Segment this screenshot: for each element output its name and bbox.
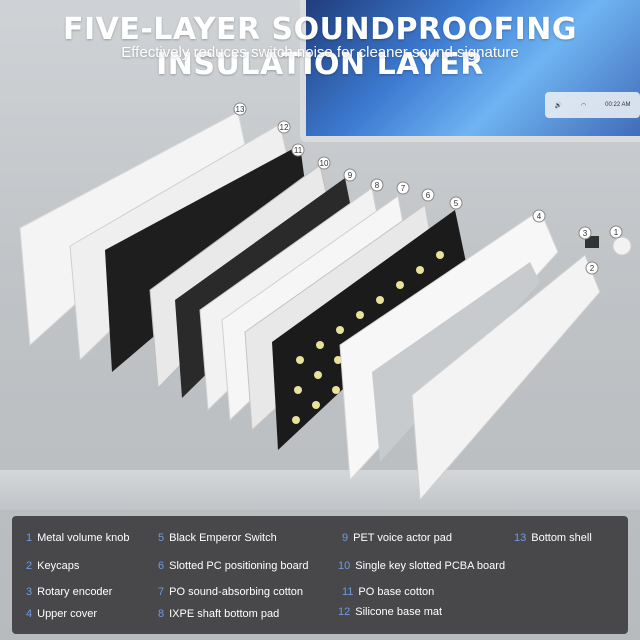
volume-icon: 🔊: [554, 102, 562, 109]
svg-text:3: 3: [583, 229, 588, 238]
callout-markers: 13 12 11 10 9 8 7 6 5 4 3 2 1: [233, 102, 623, 275]
taskbar-time: 00:22 AM: [605, 102, 631, 108]
svg-text:4: 4: [537, 212, 542, 221]
volume-knob: [612, 236, 632, 256]
svg-text:2: 2: [590, 264, 595, 273]
svg-text:9: 9: [348, 171, 353, 180]
background-monitor: [300, 0, 640, 142]
subline: Effectively reduces switch noise for cle…: [121, 44, 519, 61]
svg-text:6: 6: [426, 191, 431, 200]
headline: FIVE-LAYER SOUNDPROOFING INSULATION LAYE…: [62, 12, 577, 82]
keycaps-layer: [411, 254, 601, 502]
svg-text:11: 11: [294, 146, 303, 155]
wifi-icon: ◠: [580, 102, 587, 109]
svg-text:5: 5: [454, 199, 459, 208]
svg-text:12: 12: [280, 123, 289, 132]
monitor-taskbar: 🔊 ◠ 00:22 AM: [545, 92, 640, 118]
svg-text:8: 8: [375, 181, 380, 190]
rotary-encoder: [585, 236, 599, 248]
svg-text:13: 13: [236, 105, 245, 114]
svg-text:10: 10: [320, 159, 329, 168]
desk-edge: [0, 470, 640, 510]
svg-text:7: 7: [401, 184, 406, 193]
svg-text:1: 1: [614, 228, 619, 237]
